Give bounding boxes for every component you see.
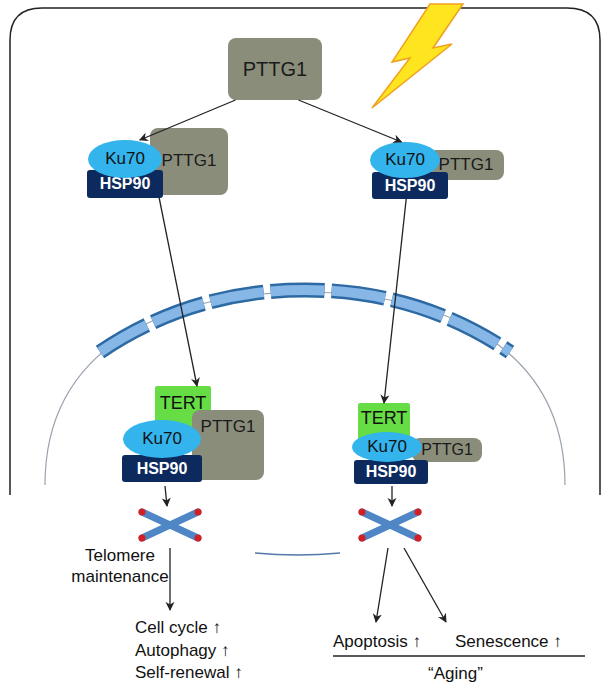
- chromosome: [359, 509, 422, 542]
- cell-membrane: [10, 8, 600, 495]
- membrane-band-outline: [100, 290, 510, 352]
- protein-name: Ku70: [367, 438, 407, 457]
- protein-name: Ku70: [385, 151, 425, 170]
- protein-box: HSP90: [354, 460, 428, 484]
- outcome-label: Apoptosis ↑: [333, 631, 421, 652]
- protein-name: PTTG1: [243, 58, 307, 80]
- group-underline: [333, 655, 585, 656]
- protein-ellipse: Ku70: [370, 142, 440, 178]
- protein-name: PTTG1: [421, 441, 473, 459]
- nuclear-envelope: [45, 292, 565, 485]
- outcome-label: Telomere maintenance: [68, 545, 172, 588]
- flow-arrow: [299, 100, 402, 142]
- flow-arrow: [159, 198, 197, 386]
- arrow: [165, 486, 167, 506]
- outcome-label: Self-renewal ↑: [135, 662, 243, 683]
- protein-box: PTTG1: [228, 38, 322, 100]
- outcome-label: Cell cycle ↑: [135, 617, 221, 638]
- chromosome: [139, 509, 202, 542]
- arrow: [391, 486, 392, 506]
- protein-ellipse: Ku70: [352, 432, 422, 462]
- protein-name: PTTG1: [201, 418, 256, 437]
- protein-ellipse: Ku70: [123, 420, 201, 458]
- connector-line: [255, 553, 340, 555]
- protein-name: Ku70: [142, 430, 182, 449]
- protein-box: PTTG1: [412, 438, 482, 462]
- protein-name: HSP90: [385, 177, 436, 195]
- flow-arrow: [384, 199, 406, 403]
- protein-name: HSP90: [366, 463, 417, 481]
- protein-ellipse: Ku70: [88, 140, 162, 178]
- arrow: [404, 548, 446, 622]
- protein-name: HSP90: [137, 460, 188, 478]
- membrane-band: [100, 290, 510, 352]
- protein-name: PTTG1: [162, 152, 217, 171]
- outcome-label: “Aging”: [428, 663, 483, 684]
- outcome-label: Senescence ↑: [455, 631, 562, 652]
- protein-name: Ku70: [105, 150, 145, 169]
- outcome-label: Autophagy ↑: [135, 640, 230, 661]
- protein-box: HSP90: [122, 455, 202, 482]
- protein-name: TERT: [361, 409, 408, 429]
- arrow: [169, 548, 170, 610]
- arrow: [376, 548, 388, 622]
- lightning-bolt: [372, 4, 463, 108]
- protein-box: PTTG1: [192, 410, 264, 480]
- protein-name: PTTG1: [439, 156, 494, 175]
